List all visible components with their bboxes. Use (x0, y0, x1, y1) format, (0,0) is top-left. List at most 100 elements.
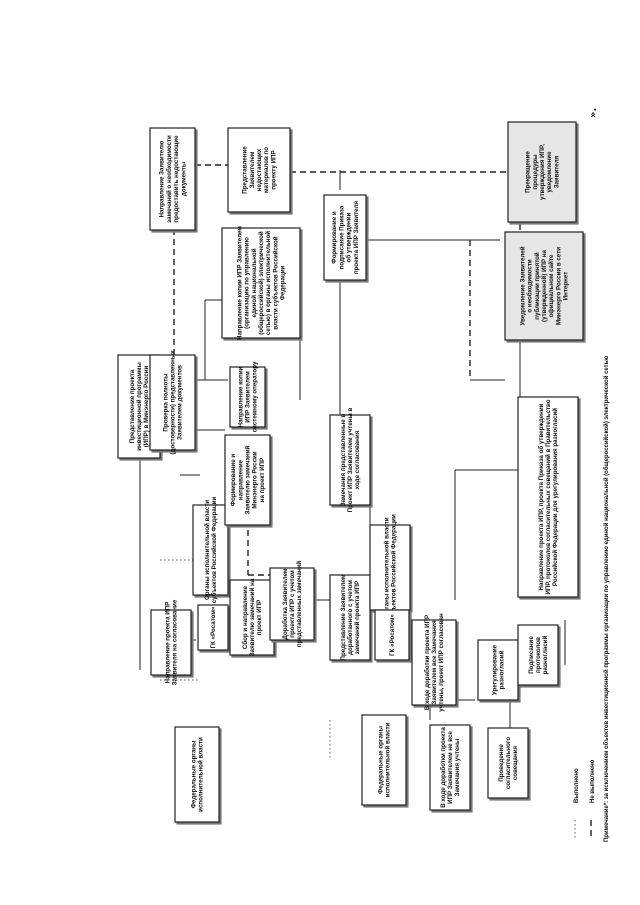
box-b19-line: субъектов Российской Федерации (391, 514, 398, 621)
box-b17-line: проекта ИПР с учетом (289, 570, 296, 638)
box-b21: ГК «Росатом» (374, 609, 410, 661)
box-b24-line: Урегулирование (491, 644, 498, 695)
box-b25-frame (517, 624, 559, 686)
box-b13-label: Замечания представленные вПроект ИПР Зая… (340, 408, 361, 513)
box-b15: ГК «Росатом» (197, 604, 229, 651)
box-b3-line: замечаний о необходимости (166, 135, 173, 223)
box-b4-line: материалов по (263, 147, 270, 193)
box-b11-frame (192, 504, 229, 596)
box-b8-line: Уведомление Заявителей (519, 246, 526, 325)
box-b12-frame (224, 434, 271, 526)
box-b5-line: сетью) в органы исполнительной (265, 231, 272, 335)
box-b26-line: совещания (512, 745, 519, 780)
box-b27-line: Российской Федерации для урегулирования … (552, 408, 559, 586)
box-b1-line: (ИПР) в Минэнерго России (143, 365, 150, 447)
box-b16-line: проект ИПР (256, 600, 263, 636)
box-b25-label: Подписаниепротоколовразногласий (528, 635, 549, 674)
box-b6-line: ИПР Заявителем (245, 371, 252, 423)
box-b5-frame (221, 227, 301, 339)
box-b3: Направление Заявителюзамечаний о необход… (149, 127, 196, 231)
box-b7-frame (323, 194, 367, 281)
box-b11-label: Органы исполнительной властисубъектов Ро… (204, 497, 218, 604)
box-b21-line: ГК «Росатом» (389, 614, 396, 656)
box-b27-line: ИПР, протоколов согласительных совещаний… (545, 399, 552, 594)
box-b20-line: исполнительной власти (385, 722, 392, 797)
box-b8-line: Минэнерго России в сети (555, 247, 562, 325)
box-b8-frame (504, 231, 584, 341)
box-b23-line: ИПР Заявителем не все (447, 731, 454, 804)
legend-not-done-label: Не выполнено (590, 759, 596, 803)
box-b5-line: Направление копии ИПР Заявителем (236, 226, 243, 340)
box-b15-line: ГК «Росатом» (210, 606, 217, 648)
box-b25-line: протоколов (535, 637, 542, 673)
box-b12: Формирование инаправлениеЗаявителю замеч… (224, 434, 271, 526)
box-b18-line: доработанного с учетом (347, 580, 354, 655)
box-b9-frame (507, 121, 577, 223)
box-b14: Федеральные органыисполнительной власти (174, 726, 220, 823)
box-b26-frame (487, 727, 529, 799)
box-b4-line: Представление (242, 146, 249, 194)
box-b17-line: представленных замечаний (296, 561, 303, 648)
box-b4-line: недостающих (256, 148, 263, 191)
box-b3-label: Направление Заявителюзамечаний о необход… (159, 135, 188, 223)
box-b5-line: единой национальной (251, 248, 258, 317)
box-b12-line: Заявителю замечаний (245, 445, 252, 514)
box-b8: Уведомление Заявителейо необходимостипуб… (504, 231, 584, 341)
chevron-mark: ». (588, 108, 599, 118)
box-b14-line: исполнительной власти (198, 737, 205, 812)
box-b5-label: Направление копии ИПР Заявителем(организ… (236, 226, 286, 340)
box-b7-label: Формирование иподписание Приказаоб утвер… (331, 200, 360, 274)
box-b6: Направление копииИПР Заявителемсистемном… (229, 361, 266, 432)
box-b24-line: разногласий (499, 650, 506, 689)
box-b18-line: замечаний проекта ИПР (354, 581, 361, 654)
box-b3-line: документы (180, 162, 187, 196)
box-b21-label: ГК «Росатом» (389, 614, 396, 656)
box-b22-line: Заявителем все Замечания (431, 620, 438, 705)
box-b4-line: Заявителем (249, 151, 256, 188)
box-b7-line: подписание Приказа (338, 205, 345, 269)
box-b22-line: учтены, проект ИПР согласован (438, 613, 445, 712)
box-b3-line: предоставить недостающие (173, 135, 180, 223)
box-b22: В ходе доработки проекта ИПРЗаявителем в… (411, 613, 457, 712)
box-b5-line: (общероссийской) электрической (258, 231, 265, 335)
box-b25-line: Подписание (528, 636, 535, 674)
box-b16-line: Сбор и направление (242, 585, 249, 649)
box-b16: Сбор и направлениеЗаявителю замечаний на… (229, 578, 275, 656)
box-b2-label: Проверка полноты(достоверности) представ… (162, 350, 183, 455)
box-b3-frame (149, 127, 196, 231)
legend-done-label: Выполнено (574, 768, 580, 803)
box-b14-line: Федеральные органы (190, 741, 197, 809)
box-b12-label: Формирование инаправлениеЗаявителю замеч… (230, 445, 266, 514)
box-b4-label: ПредставлениеЗаявителемнедостающихматери… (242, 146, 278, 194)
box-b8-line: официальном сайте (548, 254, 555, 317)
box-b22-label: В ходе доработки проекта ИПРЗаявителем в… (424, 613, 445, 712)
box-b12-line: Минэнерго России (252, 451, 259, 508)
box-b23-line: В ходе доработки проекта (440, 727, 447, 808)
box-b14-frame (174, 726, 220, 823)
box-b21-frame (374, 609, 410, 661)
box-b10-frame (150, 609, 192, 676)
box-b8-label: Уведомление Заявителейо необходимостипуб… (519, 246, 569, 325)
box-b19: Органы исполнительной властисубъектов Ро… (369, 514, 411, 621)
box-b13-line: Замечания представленные в (340, 414, 347, 507)
box-b27-label: Направление проекта ИПР, проекта Приказа… (538, 399, 559, 594)
box-b26-line: согласительного (505, 737, 512, 789)
box-b25: Подписаниепротоколовразногласий (517, 624, 559, 686)
box-b4-frame (227, 127, 291, 213)
box-b1-line: инвестиционной программы (136, 362, 143, 451)
box-b8-line: о необходимости (527, 259, 534, 313)
box-b23-frame (429, 724, 471, 811)
box-b23-line: Замечания учтены (454, 739, 461, 797)
box-b10-line: Заявителя на согласование (172, 599, 179, 685)
box-b9-line: утверждения ИПР, (539, 144, 546, 200)
box-b9: Прекращениепроцедурыутверждения ИПР,увед… (507, 121, 577, 223)
box-b18-label: Представление Заявителемдоработанного с … (340, 574, 361, 660)
box-b4: ПредставлениеЗаявителемнедостающихматери… (227, 127, 291, 213)
box-b4-line: проекту ИПР (270, 150, 277, 189)
box-b13-frame (329, 414, 371, 506)
box-b12-line: направление (237, 459, 244, 500)
box-b7-line: об утверждении (346, 212, 353, 262)
box-b11: Органы исполнительной властисубъектов Ро… (192, 497, 229, 604)
box-b13-line: ходе согласования (354, 430, 361, 489)
